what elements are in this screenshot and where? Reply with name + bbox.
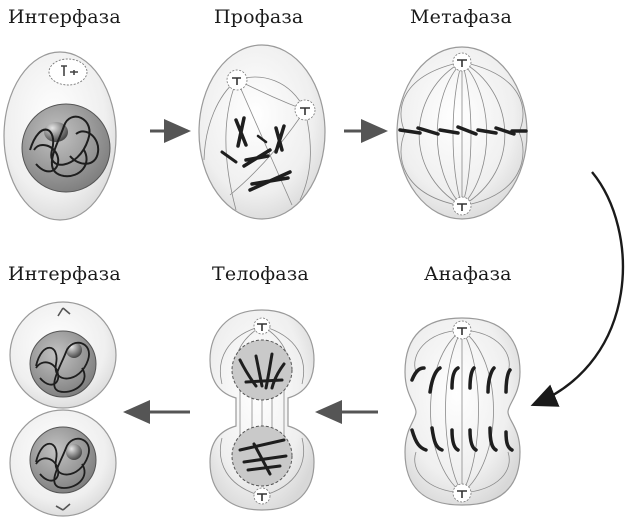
label-interphase-bottom: Интерфаза	[8, 263, 121, 285]
label-interphase-top: Интерфаза	[8, 6, 121, 28]
centrosome	[254, 318, 270, 334]
centrosome	[254, 488, 270, 504]
centrosome	[227, 70, 247, 90]
label-anaphase: Анафаза	[424, 263, 512, 285]
reforming-nucleus-top	[232, 340, 292, 400]
nucleus	[22, 104, 110, 192]
centrosome	[49, 59, 87, 85]
label-prophase: Профаза	[214, 6, 303, 28]
reforming-nucleus-bottom	[232, 426, 292, 486]
daughter-cell-top	[10, 302, 116, 408]
daughter-cell-bottom	[10, 410, 116, 516]
label-metaphase: Метафаза	[410, 6, 512, 28]
telophase-cell	[210, 310, 314, 510]
centrosome	[453, 484, 471, 502]
centrosome	[453, 197, 471, 215]
curved-arrow-to-anaphase	[535, 172, 623, 404]
centrosome	[295, 100, 315, 120]
interphase-cell-top	[4, 52, 116, 220]
centrosome	[453, 53, 471, 71]
metaphase-cell	[397, 47, 527, 219]
prophase-cell	[199, 45, 325, 219]
label-telophase: Телофаза	[212, 263, 309, 285]
anaphase-cell	[405, 318, 520, 505]
centrosome	[453, 321, 471, 339]
